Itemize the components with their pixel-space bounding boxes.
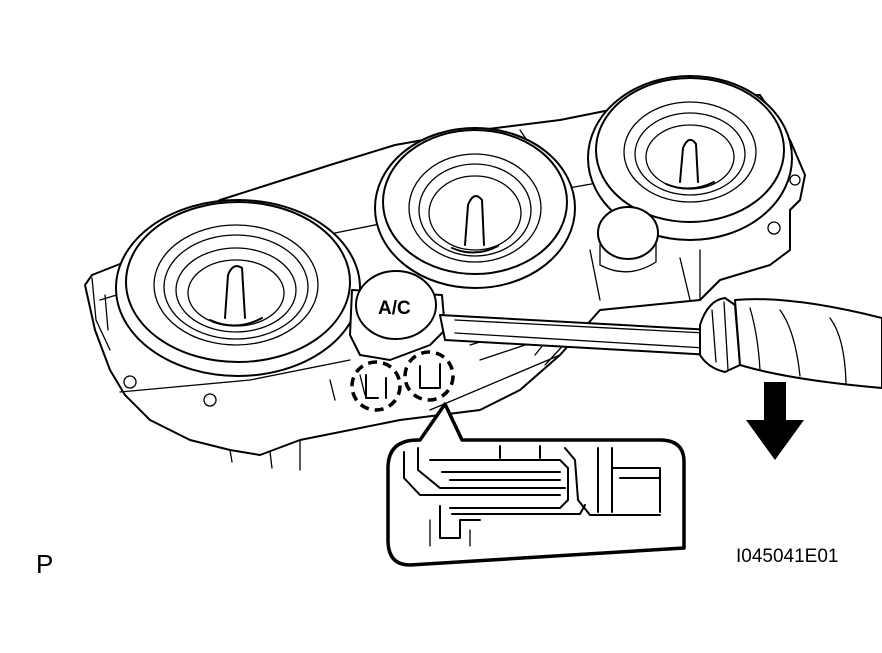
middle-knob [374, 127, 576, 289]
claw-markers [350, 350, 455, 412]
dashed-circle-icon [350, 360, 402, 412]
page-marker: P [36, 549, 54, 579]
figure-id: I045041E01 [736, 546, 839, 567]
detail-callout [386, 402, 686, 567]
dashed-circle-icon [403, 350, 455, 402]
left-knob [115, 199, 361, 377]
ac-button: A/C [349, 270, 446, 361]
down-arrow-icon [746, 382, 804, 460]
right-knob [587, 75, 793, 241]
ac-button-label: A/C [378, 298, 411, 319]
claw-detail-view [403, 445, 661, 547]
round-button [597, 206, 659, 273]
screwdriver-icon [439, 297, 882, 389]
